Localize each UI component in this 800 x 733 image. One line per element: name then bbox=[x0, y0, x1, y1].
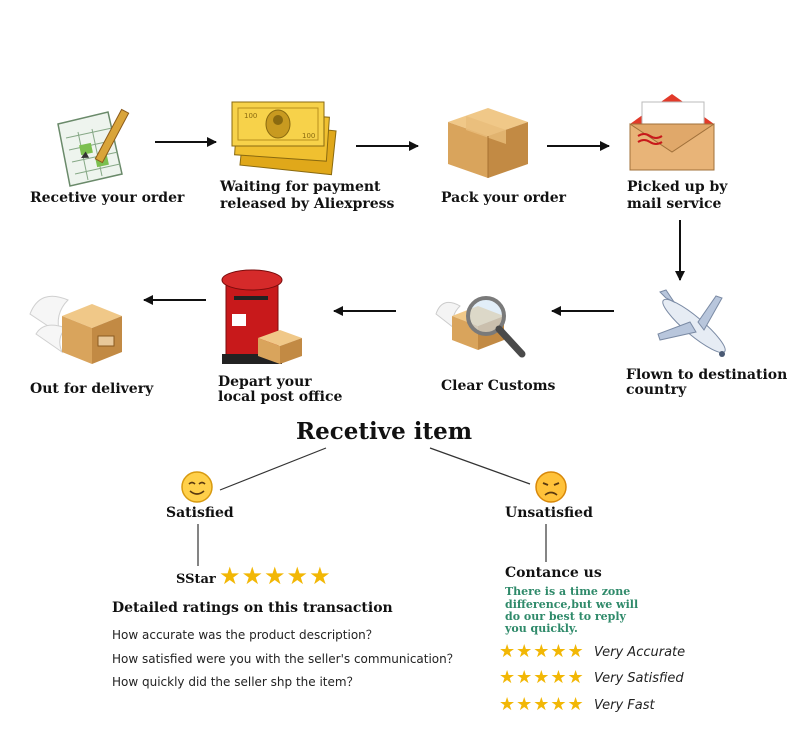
branch-line-unsatisfied bbox=[429, 447, 531, 485]
step-depart-line1: Depart your bbox=[218, 374, 312, 390]
customs-magnifier-icon bbox=[435, 296, 526, 358]
mail-envelope-icon bbox=[629, 94, 715, 171]
contact-note-line3: do our best to reply bbox=[505, 610, 626, 623]
winged-box-icon bbox=[29, 295, 122, 364]
step-picked-up-line2: mail service bbox=[627, 196, 722, 212]
rating-question-description: How accurate was the product description… bbox=[112, 628, 378, 642]
step-waiting-payment-line2: released by Aliexpress bbox=[220, 196, 395, 212]
branch-line-satisfied bbox=[219, 447, 327, 491]
step-out-for-delivery: Out for delivery bbox=[30, 381, 154, 397]
mailbox-icon bbox=[221, 269, 302, 364]
contact-note-line4: you quickly. bbox=[505, 622, 578, 635]
label-very-fast: Very Fast bbox=[594, 698, 655, 713]
smiley-satisfied-icon bbox=[181, 471, 213, 503]
rating-question-communication: How satisfied were you with the seller's… bbox=[112, 652, 459, 666]
step-picked-up-line1: Picked up by bbox=[627, 179, 728, 195]
stars-very-accurate: ★★★★★ bbox=[499, 641, 585, 662]
detailed-ratings-heading: Detailed ratings on this transaction bbox=[112, 600, 393, 616]
satisfied-label: Satisfied bbox=[166, 505, 234, 521]
svg-text:100: 100 bbox=[302, 132, 315, 140]
face-unsatisfied-icon bbox=[535, 471, 567, 503]
airplane-icon bbox=[657, 289, 726, 357]
step-flown-line1: Flown to destination bbox=[626, 367, 788, 383]
step-pack-order: Pack your order bbox=[441, 190, 567, 206]
stars-very-fast: ★★★★★ bbox=[499, 694, 585, 715]
five-star-rating: ★★★★★ bbox=[219, 562, 332, 590]
order-form-icon bbox=[57, 108, 130, 187]
step-waiting-payment-line1: Waiting for payment bbox=[220, 179, 381, 195]
svg-text:100: 100 bbox=[244, 112, 257, 120]
label-very-accurate: Very Accurate bbox=[594, 645, 686, 660]
contact-us-heading: Contance us bbox=[505, 565, 602, 581]
stars-very-satisfied: ★★★★★ bbox=[499, 667, 585, 688]
package-box-icon bbox=[448, 108, 528, 178]
step-depart-line2: local post office bbox=[218, 389, 343, 405]
step-clear-customs: Clear Customs bbox=[441, 378, 556, 394]
money-icon: 100 100 bbox=[231, 101, 337, 176]
contact-note-line1: There is a time zone bbox=[505, 585, 631, 598]
receive-item-title: Recetive item bbox=[296, 418, 473, 445]
step-receive-order: Recetive your order bbox=[30, 190, 185, 206]
star-rating-label: SStar bbox=[176, 572, 216, 587]
label-very-satisfied: Very Satisfied bbox=[594, 671, 684, 686]
step-flown-line2: country bbox=[626, 382, 687, 398]
contact-note-line2: difference,but we will bbox=[505, 598, 639, 611]
unsatisfied-label: Unsatisfied bbox=[505, 505, 593, 521]
rating-question-shipping: How quickly did the seller shp the item？ bbox=[112, 675, 359, 689]
